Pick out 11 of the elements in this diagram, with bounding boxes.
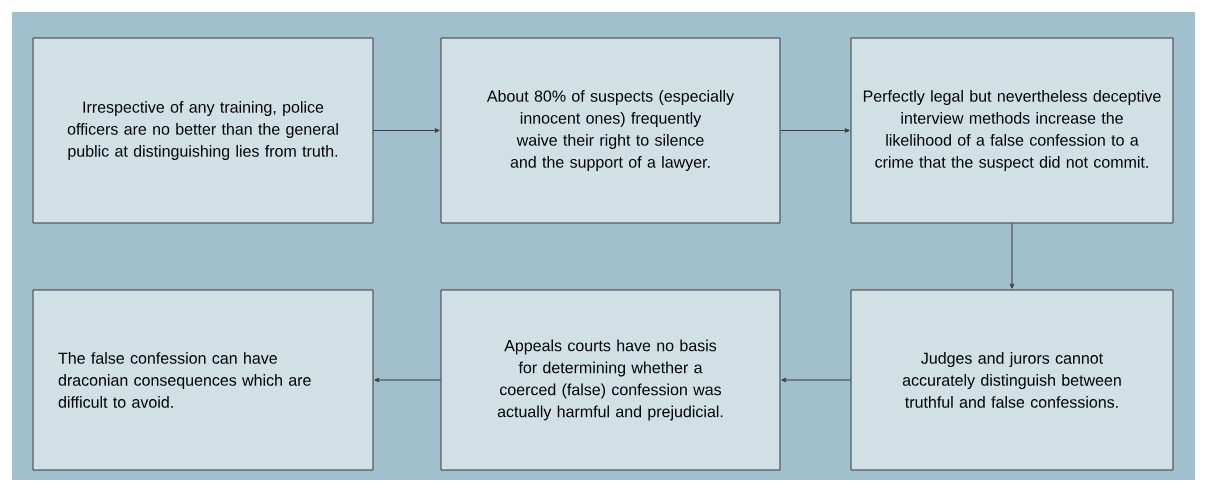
arrow xyxy=(1009,223,1015,289)
arrow xyxy=(780,128,850,133)
process-box: Perfectly legal but nevertheless deceptive interview methods increase the likelihood of a false confession to a crime that the suspect did not commit. xyxy=(850,37,1174,224)
process-box: The false confession can have draconian consequences which are difficult to avoid. xyxy=(32,289,374,471)
process-box: Irrespective of any training, police officers are no better than the general public at distinguishing lies from truth. xyxy=(32,37,374,224)
process-box: Appeals courts have no basis for determining whether a coerced (false) confession was actually harmful and prejudicial. xyxy=(440,289,781,471)
arrow xyxy=(781,377,851,383)
arrow xyxy=(374,377,441,383)
process-box: About 80% of suspects (especially innocent ones) frequently waive their right to silence and the support of a lawyer. xyxy=(440,37,781,224)
process-box: Judges and jurors cannot accurately distinguish between truthful and false confessions. xyxy=(850,289,1174,471)
arrow xyxy=(373,128,440,133)
